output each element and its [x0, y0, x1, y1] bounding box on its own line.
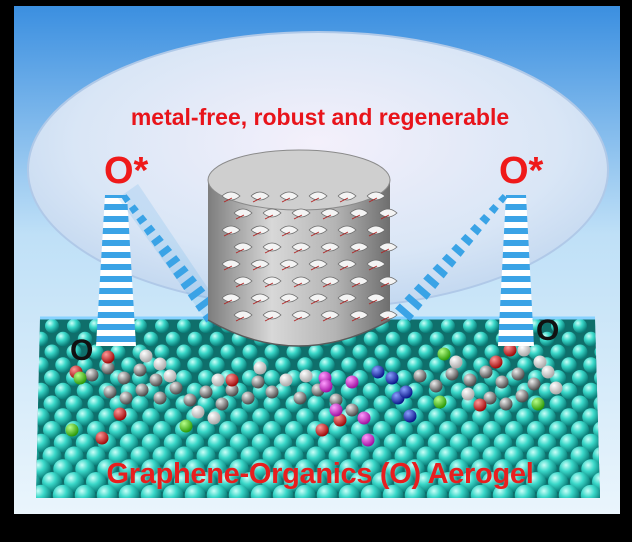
striped-beam-right	[395, 194, 534, 346]
active-oxygen-left-label: O*	[104, 150, 149, 192]
tagline-text: metal-free, robust and regenerable	[130, 104, 510, 130]
active-oxygen-right-label: O*	[499, 150, 544, 192]
organic-molecules	[65, 343, 563, 447]
aerogel-porous-cylinder	[207, 149, 398, 347]
caption-text: Graphene-Organics (O) Aerogel	[106, 458, 534, 490]
striped-beam-left	[96, 184, 228, 346]
oxygen-right-label: O	[536, 314, 560, 347]
oxygen-left-label: O	[70, 334, 94, 367]
